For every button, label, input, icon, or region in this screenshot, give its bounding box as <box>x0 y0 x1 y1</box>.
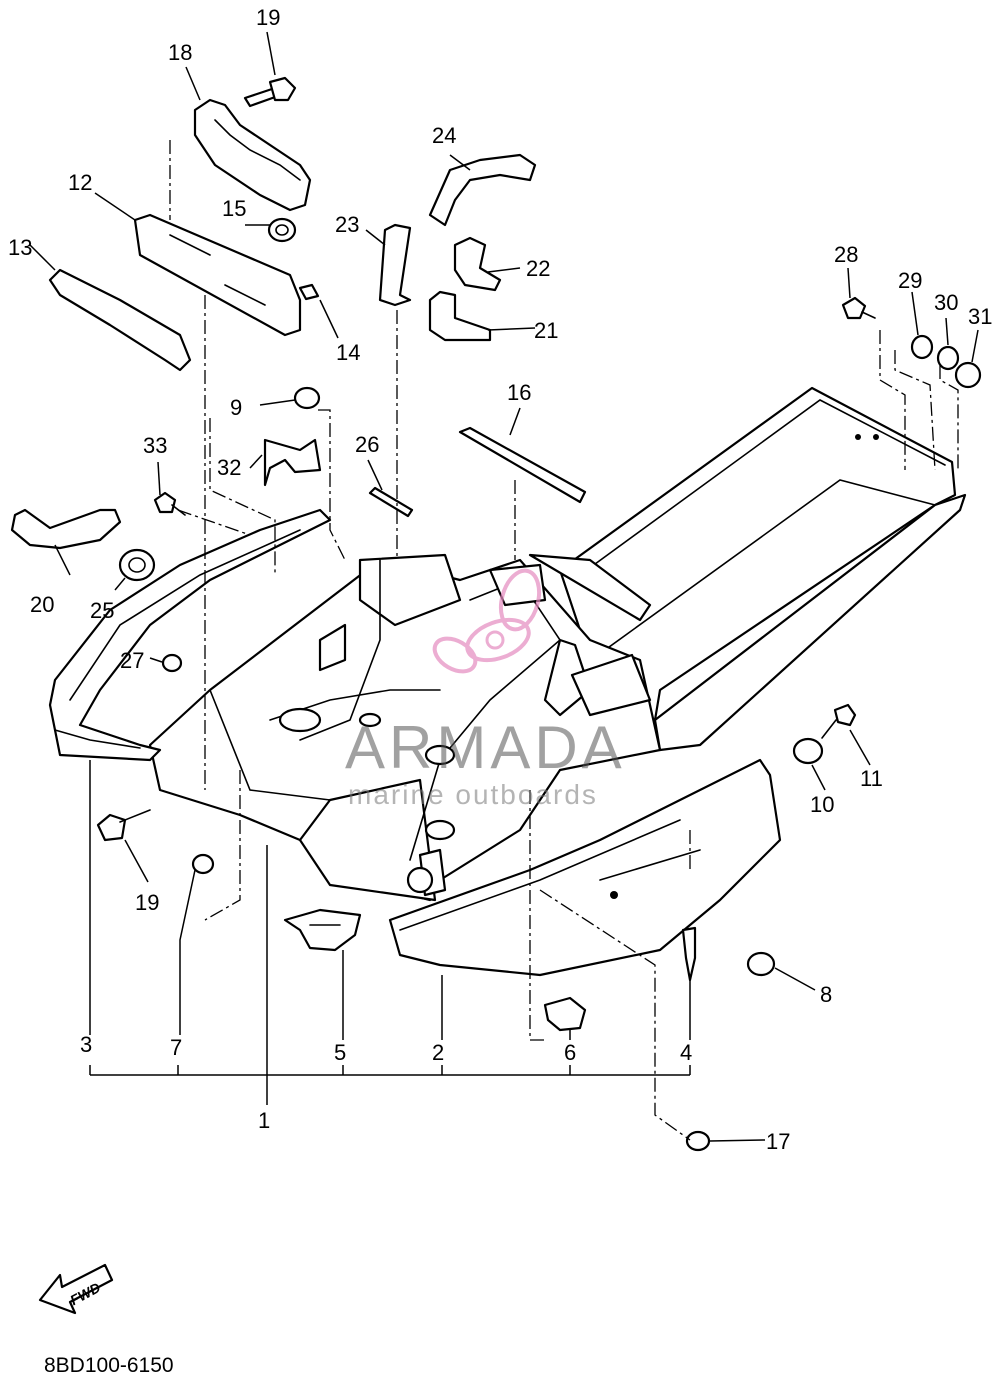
callout-27: 27 <box>120 648 144 673</box>
part-10-grommet <box>792 737 824 765</box>
part-11-bolt <box>821 703 857 739</box>
callout-19-bottom: 19 <box>135 890 159 915</box>
part-20-cover <box>10 508 122 550</box>
callout-11: 11 <box>860 766 883 791</box>
callout-2: 2 <box>432 1040 444 1065</box>
callout-21: 21 <box>534 318 558 343</box>
part-33-bolt <box>153 491 186 516</box>
part-27-plug <box>161 653 183 673</box>
callout-6: 6 <box>564 1040 576 1065</box>
part-3-side-cover <box>48 508 332 762</box>
part-15-grommet <box>267 217 297 243</box>
tunnel-body <box>558 386 967 752</box>
part-12-plate <box>133 213 302 337</box>
callout-7: 7 <box>170 1035 182 1060</box>
callout-33: 33 <box>143 433 167 458</box>
callout-24: 24 <box>432 123 456 148</box>
part-16-strip <box>458 426 587 504</box>
callout-31: 31 <box>968 304 992 329</box>
callout-20: 20 <box>30 592 54 617</box>
callout-10: 10 <box>810 792 834 817</box>
part-29-washer <box>910 334 934 360</box>
watermark-tagline: marine outboards <box>348 779 598 810</box>
part-30-washer <box>936 345 960 371</box>
alignment-lines <box>169 140 959 1141</box>
part-32-clip <box>263 438 322 487</box>
part-6-clip <box>543 996 587 1032</box>
callout-26: 26 <box>355 432 379 457</box>
part-13-grip <box>48 268 192 372</box>
main-frame <box>148 553 662 902</box>
callout-3: 3 <box>80 1032 92 1057</box>
callout-29: 29 <box>898 268 922 293</box>
part-22-block <box>453 236 502 292</box>
part-24-handle <box>428 153 537 227</box>
callout-13: 13 <box>8 235 32 260</box>
callout-25: 25 <box>90 598 114 623</box>
part-18-bracket <box>193 98 312 212</box>
callout-19-top: 19 <box>256 5 280 30</box>
callout-labels: 1 2 3 4 5 6 7 8 9 10 11 12 13 14 15 16 1… <box>8 5 992 1154</box>
callout-9: 9 <box>230 395 242 420</box>
callout-14: 14 <box>336 340 360 365</box>
part-5-bracket <box>283 908 362 952</box>
callout-1: 1 <box>258 1108 270 1133</box>
leader-lines <box>29 31 979 1142</box>
part-19-bolt-top <box>243 76 297 108</box>
part-7-plug <box>191 853 215 875</box>
callout-8: 8 <box>820 982 832 1007</box>
callout-23: 23 <box>335 212 359 237</box>
part-26-strip <box>368 486 414 518</box>
callout-16: 16 <box>507 380 531 405</box>
callout-32: 32 <box>217 455 241 480</box>
watermark-brand: ARMADA <box>345 714 626 781</box>
callout-5: 5 <box>334 1040 346 1065</box>
part-4-pin <box>681 926 697 982</box>
part-21-block <box>428 290 492 342</box>
part-25-grommet <box>118 548 156 582</box>
callout-4: 4 <box>680 1040 692 1065</box>
callout-12: 12 <box>68 170 92 195</box>
watermark: ARMADA marine outboards <box>345 568 626 810</box>
part-14-tab <box>298 283 320 301</box>
callout-28: 28 <box>834 242 858 267</box>
callout-30: 30 <box>934 290 958 315</box>
part-19-bolt-bottom <box>96 809 151 842</box>
callout-15: 15 <box>222 196 246 221</box>
callout-17: 17 <box>766 1129 790 1154</box>
part-2-lower-cover <box>388 758 782 977</box>
part-8-plug <box>746 951 776 977</box>
propeller-logo-icon <box>432 568 542 674</box>
part-31-nut <box>954 361 982 389</box>
callout-22: 22 <box>526 256 550 281</box>
part-28-bolt <box>841 296 876 320</box>
diagram-code: 8BD100-6150 <box>44 1354 174 1377</box>
fwd-arrow-icon: FWD <box>38 1263 114 1315</box>
part-9-grommet <box>293 386 321 410</box>
part-17-plug <box>685 1130 711 1152</box>
callout-18: 18 <box>168 40 192 65</box>
part-23-bracket <box>378 223 412 307</box>
